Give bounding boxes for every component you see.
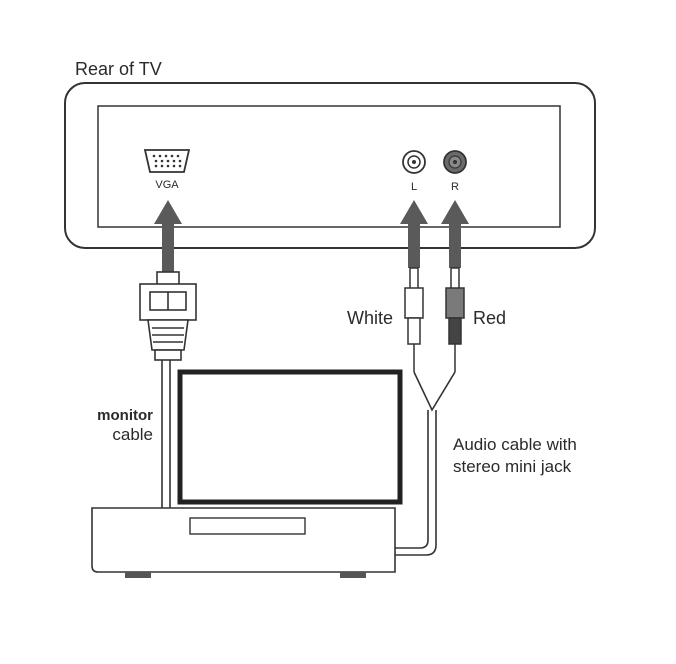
audio-left-arrow-icon bbox=[400, 200, 428, 268]
tv-title: Rear of TV bbox=[75, 59, 162, 79]
vga-connector-plug-icon bbox=[139, 271, 197, 361]
red-label: Red bbox=[473, 308, 506, 328]
white-rca-plug-icon bbox=[404, 267, 424, 372]
computer-foot-left bbox=[125, 572, 151, 578]
tv-rear-panel bbox=[64, 82, 596, 249]
vga-port-icon bbox=[143, 149, 191, 173]
vga-arrow-icon bbox=[154, 200, 182, 274]
drive-slot bbox=[189, 517, 306, 535]
computer-foot-right bbox=[340, 572, 366, 578]
audio-right-label: R bbox=[451, 181, 459, 193]
monitor-screen bbox=[177, 369, 403, 505]
audio-cable-line bbox=[413, 371, 456, 412]
audio-right-port-icon bbox=[443, 150, 467, 174]
monitor-cable-label: cable bbox=[112, 425, 153, 444]
white-label: White bbox=[347, 308, 393, 328]
vga-label: VGA bbox=[155, 179, 179, 191]
audio-left-label: L bbox=[411, 181, 417, 193]
monitor-cable-label-bold: monitor bbox=[97, 407, 153, 424]
audio-right-arrow-icon bbox=[441, 200, 469, 268]
computer-box bbox=[91, 507, 396, 578]
audio-left-port-icon bbox=[402, 150, 426, 174]
red-rca-plug-icon bbox=[445, 267, 465, 372]
audio-cable-label-line1: Audio cable with bbox=[453, 435, 577, 454]
audio-cable-label-line2: stereo mini jack bbox=[453, 457, 572, 476]
